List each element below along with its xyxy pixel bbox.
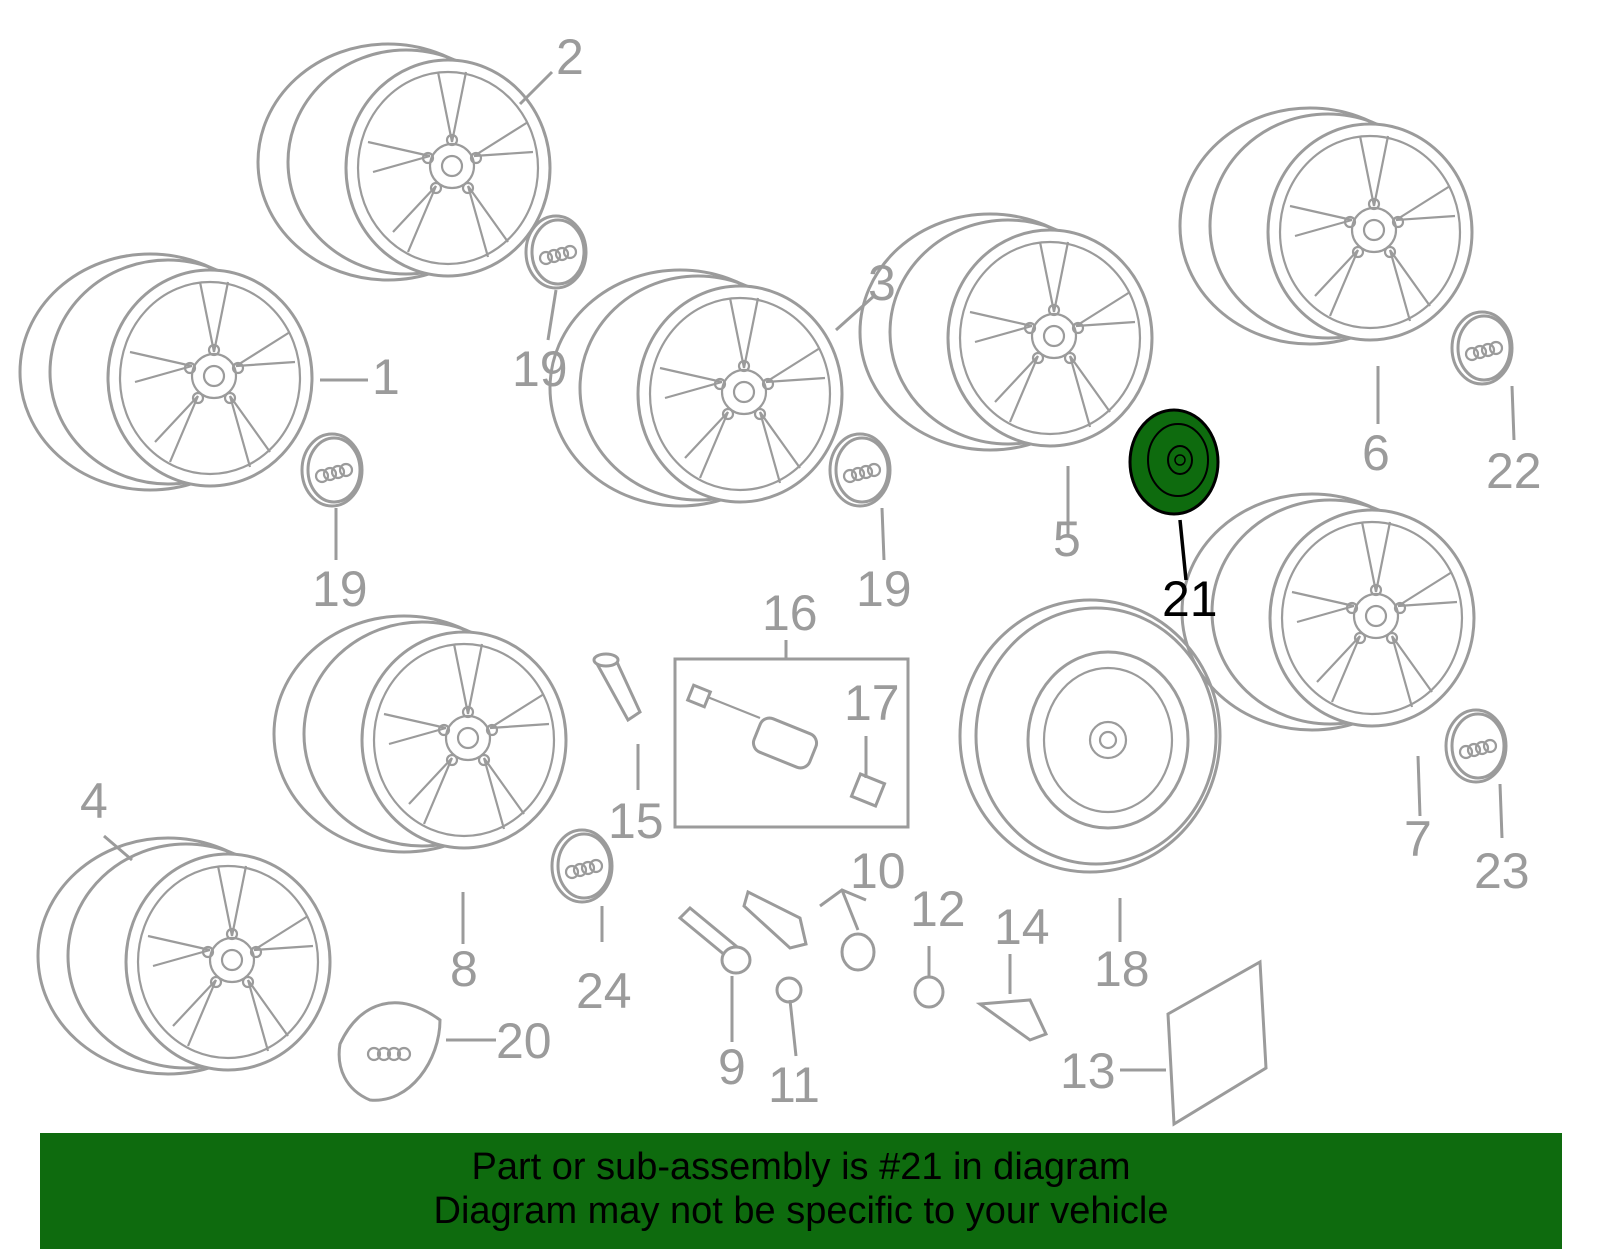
callout-2: 2 bbox=[556, 29, 584, 85]
callout-5: 5 bbox=[1053, 511, 1081, 567]
cap-19-top[interactable] bbox=[524, 214, 588, 290]
wheel-4[interactable] bbox=[36, 836, 332, 1076]
callout-19-top: 19 bbox=[512, 341, 568, 397]
callout-19-mid: 19 bbox=[856, 561, 912, 617]
callout-19-left: 19 bbox=[312, 561, 368, 617]
wheel-1[interactable] bbox=[18, 252, 314, 492]
tool-14[interactable] bbox=[975, 998, 1049, 1042]
lock-cap-20[interactable] bbox=[337, 1001, 442, 1102]
callout-6: 6 bbox=[1362, 425, 1390, 481]
cap-11[interactable] bbox=[775, 976, 803, 1004]
banner-line-2: Diagram may not be specific to your vehi… bbox=[433, 1190, 1169, 1232]
wheel-2[interactable] bbox=[256, 42, 552, 282]
cap-24[interactable] bbox=[550, 828, 614, 904]
callout-3: 3 bbox=[868, 255, 896, 311]
callout-14: 14 bbox=[994, 899, 1050, 955]
cap-22[interactable] bbox=[1450, 310, 1514, 386]
callout-24: 24 bbox=[576, 963, 632, 1019]
callout-1: 1 bbox=[372, 349, 400, 405]
callout-12: 12 bbox=[910, 881, 966, 937]
callout-17: 17 bbox=[844, 675, 900, 731]
callout-23: 23 bbox=[1474, 843, 1530, 899]
cap-19-mid[interactable] bbox=[828, 432, 892, 508]
callout-4: 4 bbox=[80, 773, 108, 829]
valve-stem-10[interactable] bbox=[742, 889, 876, 972]
callout-20: 20 bbox=[496, 1013, 552, 1069]
banner-line-1: Part or sub-assembly is #21 in diagram bbox=[471, 1146, 1131, 1188]
wheel-5[interactable] bbox=[858, 212, 1154, 452]
tpms-kit-16[interactable] bbox=[673, 657, 910, 829]
tire-18[interactable] bbox=[958, 598, 1222, 874]
cap-23[interactable] bbox=[1444, 708, 1508, 784]
cap-19-left[interactable] bbox=[300, 432, 364, 508]
wheel-6[interactable] bbox=[1178, 106, 1474, 346]
callout-10: 10 bbox=[850, 843, 906, 899]
wheel-3[interactable] bbox=[548, 268, 844, 508]
center-cap-21-highlighted[interactable] bbox=[1128, 408, 1220, 516]
callout-7: 7 bbox=[1404, 811, 1432, 867]
valve-stem-15[interactable] bbox=[592, 652, 642, 723]
nut-12[interactable] bbox=[913, 975, 945, 1009]
callout-22: 22 bbox=[1486, 443, 1542, 499]
wheel-8[interactable] bbox=[272, 614, 568, 854]
callout-13: 13 bbox=[1060, 1043, 1116, 1099]
callout-21-highlighted: 21 bbox=[1162, 571, 1218, 627]
bolt-9[interactable] bbox=[677, 905, 752, 975]
info-banner: Part or sub-assembly is #21 in diagram D… bbox=[40, 1133, 1562, 1249]
callout-11: 11 bbox=[768, 1057, 820, 1113]
callout-18: 18 bbox=[1094, 941, 1150, 997]
wheel-7[interactable] bbox=[1180, 492, 1476, 732]
callout-16: 16 bbox=[762, 585, 818, 641]
callout-9: 9 bbox=[718, 1039, 746, 1095]
callout-15: 15 bbox=[608, 793, 664, 849]
callout-8: 8 bbox=[450, 941, 478, 997]
label-kit-13[interactable] bbox=[1166, 959, 1268, 1127]
